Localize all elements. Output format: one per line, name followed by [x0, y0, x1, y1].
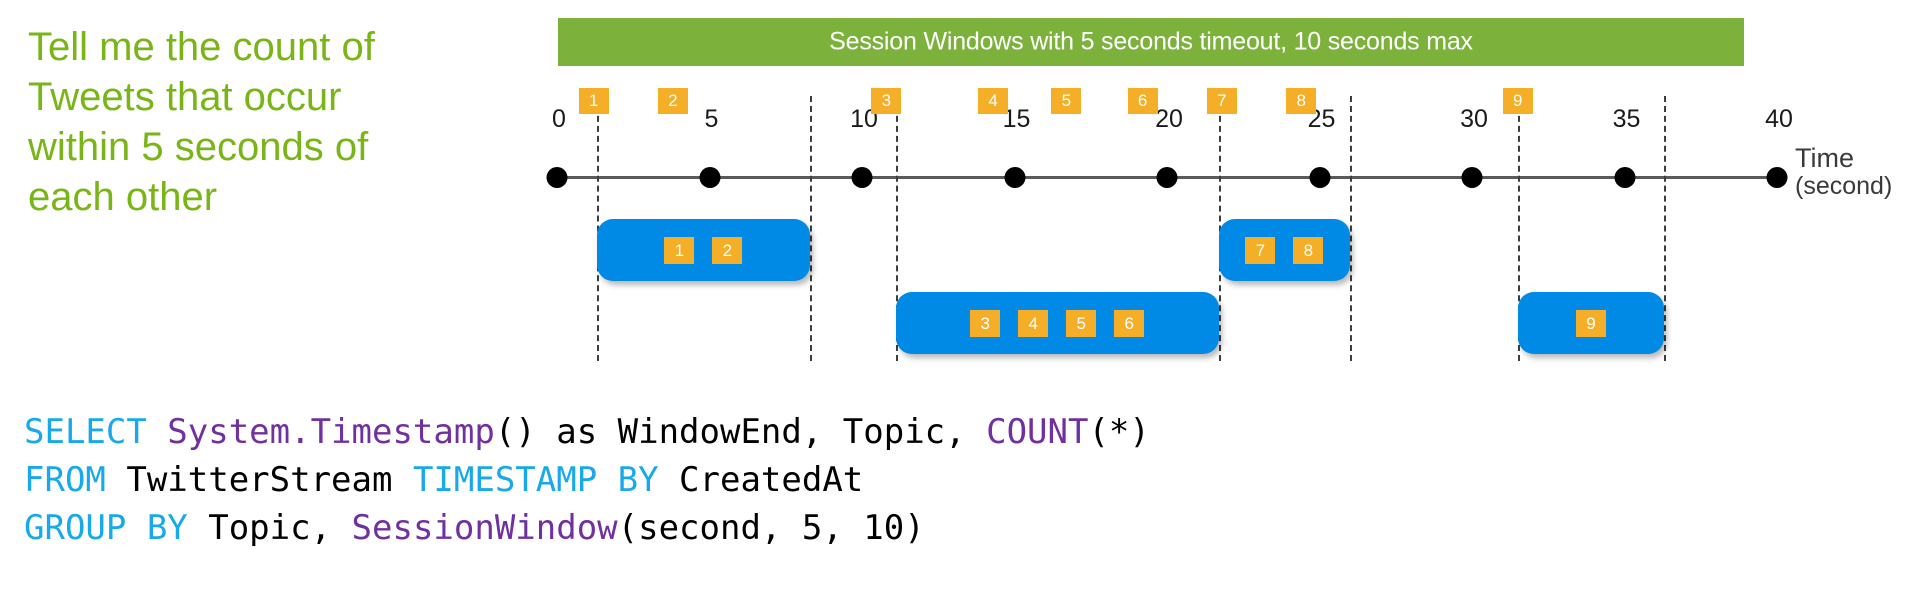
- diagram-banner: Session Windows with 5 seconds timeout, …: [558, 18, 1744, 66]
- axis-tick-label: 20: [1155, 105, 1183, 133]
- axis-tick-dot: [1766, 167, 1788, 188]
- diagram-banner-title: Session Windows with 5 seconds timeout, …: [829, 27, 1473, 56]
- session-boundary-line: [1350, 96, 1352, 361]
- session-window-event-chip: 2: [712, 236, 743, 264]
- event-marker: 4: [978, 88, 1009, 114]
- axis-tick-label: 35: [1612, 105, 1641, 133]
- axis-tick-label: 0: [552, 105, 566, 133]
- sql-token: SessionWindow: [351, 508, 618, 548]
- session-window-diagram: Session Windows with 5 seconds timeout, …: [546, 18, 1893, 361]
- session-window-event-chip: 4: [1018, 309, 1049, 337]
- axis-tick-dot: [1309, 167, 1330, 188]
- sql-token: () as WindowEnd, Topic,: [494, 412, 987, 452]
- sql-query-block: SELECT System.Timestamp() as WindowEnd, …: [24, 408, 1150, 552]
- sql-token: (*): [1088, 412, 1150, 452]
- sql-line: GROUP BY Topic, SessionWindow(second, 5,…: [24, 504, 1150, 552]
- axis-tick-dot: [1461, 167, 1483, 188]
- sql-token: TIMESTAMP BY: [412, 460, 680, 500]
- axis-tick-label: 30: [1460, 105, 1488, 133]
- sql-token: TwitterStream: [126, 460, 413, 500]
- axis-tick-dot: [1156, 167, 1178, 188]
- axis-tick-dot: [851, 167, 873, 188]
- session-window-event-chip: 1: [664, 236, 695, 264]
- session-window-box: 9: [1517, 292, 1665, 354]
- session-window-event-chip: 3: [970, 309, 1001, 337]
- axis-tick-dot: [1004, 167, 1025, 188]
- event-marker: 8: [1286, 88, 1317, 114]
- event-marker: 5: [1051, 88, 1082, 114]
- session-boundary-line: [1664, 96, 1667, 361]
- axis-tick-dot: [699, 167, 720, 188]
- event-marker: 6: [1127, 88, 1158, 114]
- time-axis-unit: (second): [1795, 172, 1893, 200]
- sql-token: Topic,: [208, 508, 352, 548]
- time-axis-title: Time: [1795, 143, 1854, 173]
- session-window-event-chip: 5: [1066, 309, 1097, 337]
- sql-line: FROM TwitterStream TIMESTAMP BY CreatedA…: [24, 456, 1150, 504]
- event-marker: 1: [578, 88, 609, 114]
- session-window-event-chip: 6: [1114, 309, 1145, 337]
- session-boundary-line: [1517, 96, 1520, 361]
- event-marker: 7: [1206, 88, 1237, 114]
- sql-token: System.Timestamp: [167, 412, 495, 452]
- sql-token: COUNT: [986, 412, 1089, 452]
- session-window-event-chip: 9: [1575, 309, 1606, 337]
- sql-token: FROM: [24, 460, 127, 500]
- sql-token: GROUP BY: [24, 508, 209, 548]
- session-window-event-chip: 8: [1293, 236, 1324, 264]
- question-text: Tell me the count of Tweets that occur w…: [28, 25, 386, 219]
- session-boundary-line: [895, 96, 898, 361]
- axis-tick-label: 5: [704, 105, 719, 133]
- session-boundary-line: [810, 96, 813, 361]
- event-marker: 2: [657, 88, 688, 114]
- sql-token: CreatedAt: [679, 460, 864, 500]
- sql-token: SELECT: [24, 412, 168, 452]
- event-marker: 3: [871, 88, 902, 114]
- axis-tick-label: 40: [1765, 105, 1793, 133]
- axis-tick-dot: [546, 167, 568, 188]
- session-window-event-chip: 7: [1245, 236, 1276, 264]
- sql-token: (second, 5, 10): [617, 508, 925, 548]
- sql-line: SELECT System.Timestamp() as WindowEnd, …: [24, 408, 1150, 456]
- event-marker: 9: [1502, 88, 1533, 114]
- axis-tick-dot: [1614, 167, 1635, 188]
